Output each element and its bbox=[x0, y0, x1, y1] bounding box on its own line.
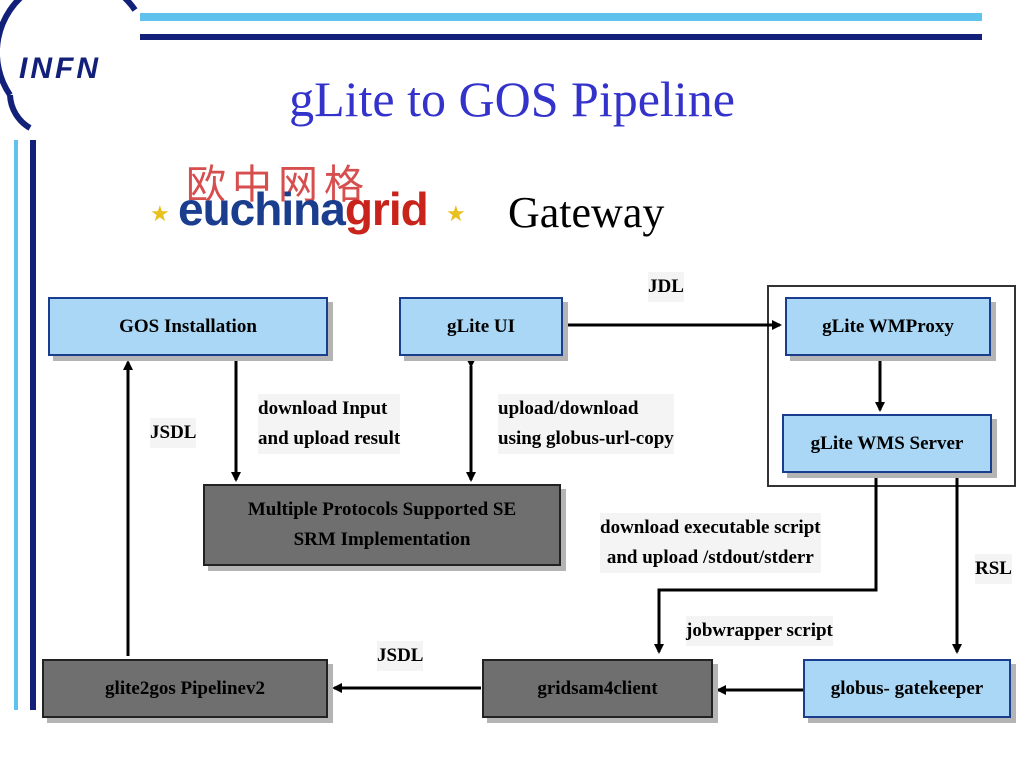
node-gridsam4client: gridsam4client bbox=[482, 659, 713, 718]
node-glite-wms-server: gLite WMS Server bbox=[782, 414, 992, 473]
subtitle-gateway: Gateway bbox=[508, 188, 665, 237]
label-download-input: download Input and upload result bbox=[258, 394, 401, 454]
side-bar-dark bbox=[30, 140, 36, 710]
node-globus-gatekeeper: globus- gatekeeper bbox=[803, 659, 1011, 718]
node-label-line1: Multiple Protocols Supported SE bbox=[247, 499, 517, 520]
label-line: and upload /stdout/stderr bbox=[606, 547, 814, 568]
star-icon: ★ bbox=[150, 201, 170, 226]
node-glite-wmproxy: gLite WMProxy bbox=[785, 297, 991, 356]
label-line: upload/download bbox=[498, 398, 639, 419]
side-bar-light bbox=[14, 140, 18, 710]
node-label: gLite UI bbox=[446, 315, 516, 337]
label-line: download executable script bbox=[600, 517, 821, 538]
node-label: globus- gatekeeper bbox=[830, 677, 984, 699]
brand-word-part2: grid bbox=[344, 183, 429, 235]
label-jdl-top: JDL bbox=[648, 272, 684, 302]
header-bar-dark bbox=[140, 34, 982, 40]
node-label: gLite WMProxy bbox=[822, 315, 954, 337]
label-upload-download: upload/download using globus-url-copy bbox=[498, 394, 674, 454]
node-label: gridsam4client bbox=[537, 677, 658, 699]
label-jsdl-bottom: JSDL bbox=[377, 641, 424, 671]
logo-arc-icon bbox=[0, 0, 138, 131]
node-glite2gos-pipeline: glite2gos Pipelinev2 bbox=[42, 659, 328, 718]
node-gos-installation: GOS Installation bbox=[48, 297, 328, 356]
brand-word-part1: euchina bbox=[178, 183, 346, 235]
label-rsl: RSL bbox=[975, 554, 1012, 584]
infn-logo: INFN bbox=[0, 0, 140, 140]
node-storage-element: Multiple Protocols Supported SE SRM Impl… bbox=[203, 484, 561, 566]
header-bar-light bbox=[140, 13, 982, 21]
brand-chinese: 欧中网格 bbox=[186, 162, 370, 208]
label-jsdl-left: JSDL bbox=[150, 418, 197, 448]
label-line: using globus-url-copy bbox=[498, 428, 674, 449]
node-label: GOS Installation bbox=[119, 315, 257, 337]
page-title: gLite to GOS Pipeline bbox=[289, 71, 735, 127]
brand-logo: euchinagrid bbox=[178, 182, 429, 236]
node-label: glite2gos Pipelinev2 bbox=[105, 677, 265, 699]
label-line: and upload result bbox=[258, 428, 401, 449]
star-icon: ★ bbox=[446, 201, 466, 226]
node-label-line2: SRM Implementation bbox=[293, 529, 471, 550]
label-exec-script: download executable script and upload /s… bbox=[600, 513, 821, 573]
node-label: gLite WMS Server bbox=[810, 432, 964, 454]
logo-text: INFN bbox=[19, 52, 101, 85]
label-jobwrapper: jobwrapper script bbox=[686, 616, 833, 646]
wms-group-box bbox=[767, 285, 1016, 487]
label-line: download Input bbox=[258, 398, 388, 419]
node-glite-ui: gLite UI bbox=[399, 297, 563, 356]
